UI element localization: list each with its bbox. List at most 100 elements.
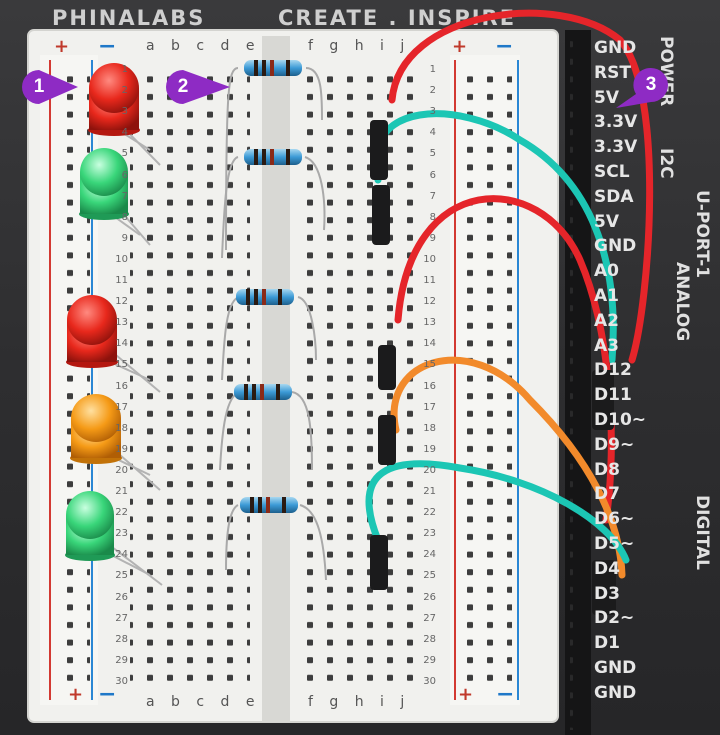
row-number: 4 bbox=[121, 127, 128, 139]
row-number: 4 bbox=[429, 127, 436, 139]
row-number: 30 bbox=[423, 675, 436, 687]
jumper-wires bbox=[365, 9, 654, 579]
led-green-2 bbox=[65, 491, 115, 561]
row-number: 11 bbox=[423, 275, 436, 286]
header-pin-label: GND bbox=[594, 658, 637, 678]
row-number: 21 bbox=[115, 486, 128, 497]
row-number: 30 bbox=[115, 675, 128, 687]
row-number: 3 bbox=[429, 106, 436, 118]
row-number: 7 bbox=[121, 190, 128, 202]
header-pin-label: RST bbox=[594, 62, 631, 83]
row-number: 2 bbox=[121, 85, 128, 97]
row-number: 10 bbox=[115, 253, 128, 265]
header-pin-label: SDA bbox=[594, 186, 634, 207]
row-number: 6 bbox=[121, 169, 128, 181]
row-number: 19 bbox=[115, 443, 128, 455]
header-pin-label: D1 bbox=[594, 633, 620, 654]
row-number: 28 bbox=[423, 633, 436, 645]
row-number: 3 bbox=[121, 106, 128, 118]
row-number: 13 bbox=[115, 317, 128, 329]
row-number: 22 bbox=[423, 507, 436, 519]
resistor bbox=[236, 289, 294, 305]
rail-plus-right-bottom: + bbox=[458, 684, 474, 705]
callout-1: 1 bbox=[22, 70, 78, 104]
row-number: 23 bbox=[115, 528, 128, 540]
header-pin-label: D8 bbox=[594, 459, 620, 480]
header-pin-label: A0 bbox=[594, 261, 619, 282]
rail-minus-right: − bbox=[495, 34, 514, 59]
header-pin-label: GND bbox=[594, 682, 637, 703]
rail-plus-left: + bbox=[54, 36, 70, 57]
header-pin-label: D6~ bbox=[594, 509, 635, 530]
resistor bbox=[240, 497, 298, 513]
rail-minus-left: − bbox=[98, 34, 117, 59]
row-number: 25 bbox=[423, 570, 436, 582]
header-pin-label: D11 bbox=[594, 385, 632, 406]
column-footer-left: a b c d e bbox=[146, 694, 261, 710]
row-number: 1 bbox=[121, 64, 128, 75]
row-number: 17 bbox=[423, 401, 436, 413]
row-number: 20 bbox=[423, 464, 436, 476]
wire-red bbox=[388, 9, 654, 364]
wire-teal bbox=[372, 110, 617, 364]
callout-3: 3 bbox=[616, 67, 668, 108]
row-number: 19 bbox=[423, 443, 436, 455]
row-number: 27 bbox=[115, 612, 128, 624]
header-pin-label: SCL bbox=[594, 162, 630, 182]
row-number: 21 bbox=[423, 486, 436, 497]
callout-2: 2 bbox=[166, 70, 230, 104]
header-pin-label: A1 bbox=[594, 286, 619, 306]
resistor bbox=[234, 384, 292, 400]
row-number: 25 bbox=[115, 570, 128, 582]
column-footer-right: f g h i j bbox=[308, 694, 411, 710]
header-pin-label: D10~ bbox=[594, 410, 647, 430]
row-number: 20 bbox=[115, 464, 128, 476]
row-number: 11 bbox=[115, 275, 128, 286]
header-pin-label: GND bbox=[594, 236, 637, 257]
label-analog: ANALOG bbox=[672, 262, 692, 342]
row-number: 8 bbox=[429, 211, 436, 223]
header-pin-label: D9~ bbox=[594, 434, 635, 455]
header-pin-label: D2~ bbox=[594, 608, 635, 629]
row-number: 16 bbox=[423, 380, 436, 392]
leds bbox=[65, 63, 140, 561]
row-number: 18 bbox=[115, 422, 128, 434]
header-pin-label: 3.3V bbox=[594, 112, 638, 133]
header-pin-label: GND bbox=[594, 38, 637, 58]
resistor bbox=[244, 60, 302, 76]
row-number: 17 bbox=[115, 401, 128, 413]
row-number: 9 bbox=[121, 232, 128, 244]
resistor bbox=[244, 149, 302, 165]
column-header-left: a b c d e bbox=[146, 38, 261, 54]
header-pin-label: 3.3V bbox=[594, 137, 638, 158]
header-pin-label: D7 bbox=[594, 484, 620, 505]
brand-left: PHINALABS bbox=[52, 6, 206, 30]
row-number: 15 bbox=[423, 359, 436, 371]
row-number: 26 bbox=[115, 591, 128, 603]
row-number: 6 bbox=[429, 169, 436, 181]
row-number: 1 bbox=[429, 64, 436, 75]
row-number: 24 bbox=[423, 549, 436, 561]
row-number: 14 bbox=[423, 338, 436, 350]
wire-teal bbox=[365, 460, 630, 564]
header-pin-label: A2 bbox=[594, 310, 619, 331]
header-pin-label: D4 bbox=[594, 558, 620, 579]
header-pin-label: 5V bbox=[594, 87, 619, 108]
resistors bbox=[234, 60, 302, 513]
label-digital: DIGITAL bbox=[692, 495, 712, 570]
row-number: 29 bbox=[115, 654, 128, 666]
row-number: 18 bbox=[423, 422, 436, 434]
header-pin-label: 5V bbox=[594, 211, 619, 232]
row-number: 22 bbox=[115, 507, 128, 519]
rail-plus-right: + bbox=[452, 36, 468, 57]
rail-plus-left-bottom: + bbox=[68, 684, 84, 705]
label-uport: U-PORT-1 bbox=[692, 190, 712, 279]
row-number: 27 bbox=[423, 612, 436, 624]
rail-minus-right-bottom: − bbox=[496, 682, 515, 707]
label-i2c: I2C bbox=[656, 148, 676, 179]
row-number: 2 bbox=[429, 85, 436, 97]
header-pin-label: D5~ bbox=[594, 534, 635, 554]
header-pin-label: A3 bbox=[594, 335, 619, 356]
